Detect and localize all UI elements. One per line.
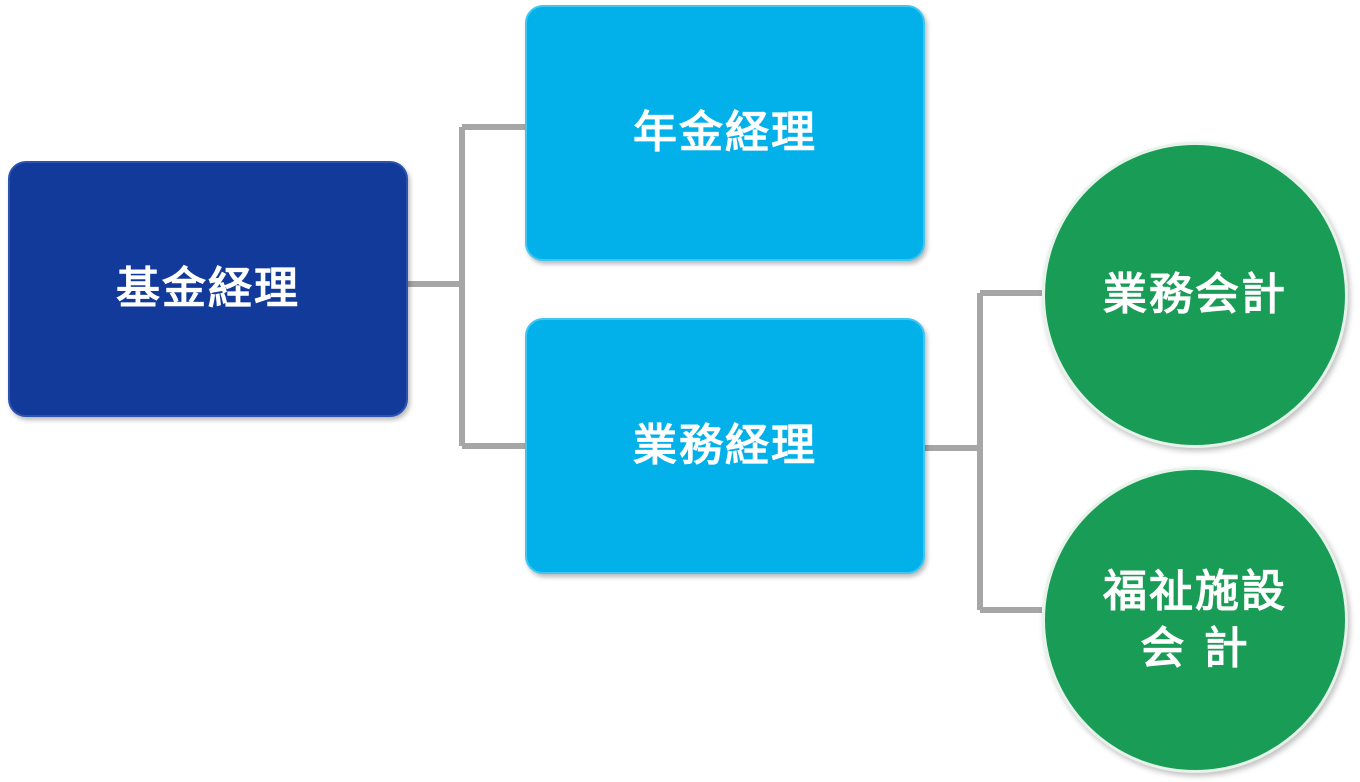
node-business-account: 業務会計 bbox=[1042, 142, 1348, 448]
node-label: 年金経理 bbox=[633, 107, 817, 159]
node-pension-accounting: 年金経理 bbox=[525, 5, 925, 261]
node-welfare-facility-account: 福祉施設 会 計 bbox=[1042, 467, 1348, 773]
node-label: 基金経理 bbox=[116, 263, 300, 315]
connector-business-to-leaves bbox=[925, 290, 1042, 613]
node-label: 業務経理 bbox=[633, 420, 817, 472]
node-fund-accounting: 基金経理 bbox=[8, 161, 408, 417]
node-business-accounting: 業務経理 bbox=[525, 318, 925, 574]
node-label: 業務会計 bbox=[1103, 269, 1287, 321]
connector-root-to-children bbox=[408, 124, 525, 449]
node-label-line-2: 会 計 bbox=[1140, 623, 1250, 674]
node-label-line-1: 福祉施設 bbox=[1103, 565, 1287, 617]
